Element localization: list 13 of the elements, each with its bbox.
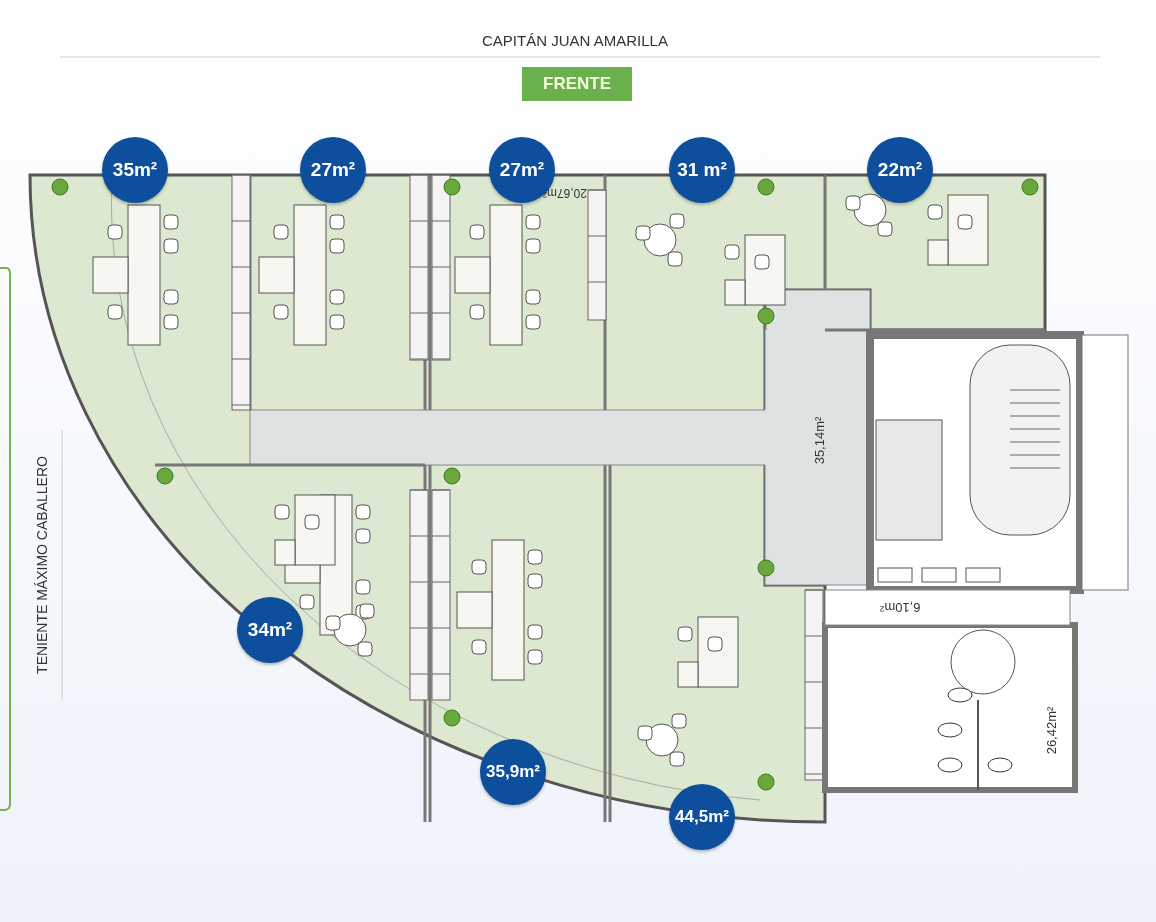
area-label: 6,10m²: [880, 599, 921, 615]
street-name: CAPITÁN JUAN AMARILLA: [482, 31, 668, 49]
area-label: 35,14m²: [812, 416, 828, 464]
area-badge: 44,5m²: [669, 784, 735, 850]
area-badge: 35,9m²: [480, 739, 546, 805]
area-badge: 27m²: [300, 137, 366, 203]
area-badge: 31 m²: [669, 137, 735, 203]
frente-sign: FRENTE: [522, 67, 632, 101]
area-label: 26,42m²: [1044, 706, 1060, 754]
street-name: TENIENTE MÁXIMO CABALLERO: [33, 456, 50, 674]
area-badge: 35m²: [102, 137, 168, 203]
area-badge: 22m²: [867, 137, 933, 203]
area-label: 20,67m²: [543, 186, 588, 200]
